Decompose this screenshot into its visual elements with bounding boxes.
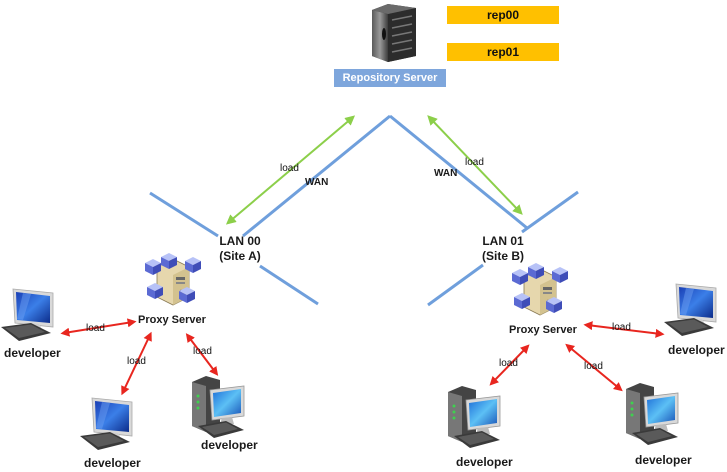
lan01-label: LAN 01 (Site B)	[478, 234, 528, 264]
developer-label-b1: developer	[668, 343, 725, 357]
lan01-name: LAN 01	[482, 234, 524, 248]
lan01-site: (Site B)	[482, 249, 524, 263]
wan-label-right: WAN	[434, 168, 458, 179]
wan-load-arrow-right	[427, 115, 523, 215]
developer-label-a1: developer	[4, 346, 61, 360]
lan01-line-upper	[521, 190, 579, 234]
proxy-server-icon	[512, 263, 568, 316]
developer-label-a2: developer	[84, 456, 141, 470]
desktop-computer-icon	[626, 383, 679, 445]
lan-load-label-b3: load	[584, 361, 603, 372]
lan01-line-lower	[427, 263, 484, 307]
lan00-line-upper	[149, 191, 219, 238]
laptop-computer-icon	[1, 288, 54, 341]
lan-load-label-a2: load	[127, 356, 146, 367]
wan-label-left: WAN	[305, 177, 329, 188]
lan-load-label-b2: load	[499, 358, 518, 369]
desktop-computer-icon	[448, 386, 501, 448]
lan00-name: LAN 00	[219, 234, 261, 248]
lan-load-arrow-a2	[121, 331, 152, 396]
developer-label-b2: developer	[456, 455, 513, 469]
lan-load-arrow-a3	[185, 333, 219, 376]
lan-load-arrow-b3	[565, 343, 623, 392]
lan00-site: (Site A)	[219, 249, 261, 263]
lan00-line-lower	[259, 264, 319, 306]
proxy-server-icon	[145, 253, 201, 306]
tower-server-icon	[372, 4, 416, 62]
laptop-computer-icon	[664, 283, 717, 336]
wan-line-right	[389, 114, 528, 230]
lan00-label: LAN 00 (Site A)	[215, 234, 265, 264]
laptop-computer-icon	[80, 397, 133, 450]
proxy-server-label-a: Proxy Server	[138, 314, 206, 326]
desktop-computer-icon	[192, 376, 245, 438]
repo-tag-rep00: rep00	[447, 6, 559, 24]
developer-label-b3: developer	[635, 453, 692, 467]
developer-label-a3: developer	[201, 438, 258, 452]
lan-load-label-a3: load	[193, 346, 212, 357]
lan-load-arrow-b2	[489, 344, 530, 386]
lan-load-label-b1: load	[612, 322, 631, 333]
lan-load-arrow-a1	[60, 318, 137, 337]
repo-tag-rep01: rep01	[447, 43, 559, 61]
wan-load-label-right: load	[465, 157, 484, 168]
lan-load-arrow-b1	[583, 321, 665, 338]
repository-server-label: Repository Server	[334, 69, 446, 87]
lan-load-label-a1: load	[86, 323, 105, 334]
wan-line-left	[242, 114, 391, 238]
wan-load-label-left: load	[280, 163, 299, 174]
proxy-server-label-b: Proxy Server	[509, 324, 577, 336]
wan-load-arrow-left	[225, 115, 356, 225]
